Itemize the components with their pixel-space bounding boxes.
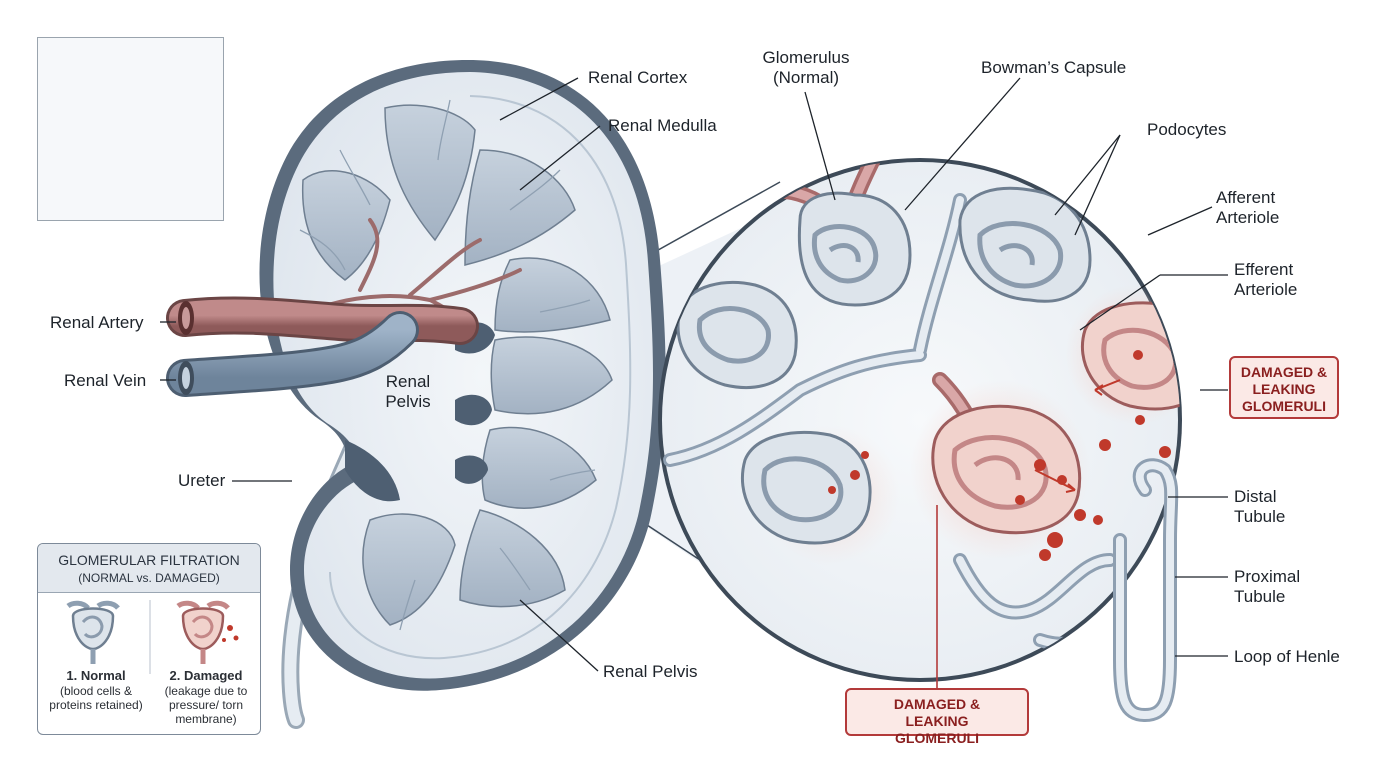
label-loop-of-henle: Loop of Henle	[1234, 647, 1340, 666]
inset-normal-title: 1. Normal	[66, 668, 126, 683]
inset-normal-desc: (blood cells & proteins retained)	[49, 684, 143, 712]
medulla-pyramids	[301, 104, 613, 626]
callout-damaged-right: DAMAGED & LEAKING GLOMERULI	[1229, 356, 1339, 419]
renal-artery	[166, 296, 479, 345]
kidney-section	[259, 60, 666, 691]
label-renal-artery: Renal Artery	[50, 313, 144, 332]
callout-damaged-bottom: DAMAGED & LEAKING GLOMERULI	[845, 688, 1029, 746]
label-proximal-tubule: Proximal Tubule	[1234, 567, 1301, 606]
leader-lines	[160, 77, 1228, 688]
glomerulus-damaged-1	[931, 404, 1082, 535]
filtration-inset-panel: GLOMERULAR FILTRATION (NORMAL vs. DAMAGE…	[37, 543, 261, 735]
inset-title: GLOMERULAR FILTRATION	[58, 552, 240, 568]
inset-damaged-desc: (leakage due to pressure/ torn membrane)	[164, 684, 248, 726]
label-renal-pelvis: Renal Pelvis	[603, 662, 698, 681]
inset-header: GLOMERULAR FILTRATION (NORMAL vs. DAMAGE…	[38, 544, 260, 593]
inset-normal-caption: 1. Normal (blood cells & proteins retain…	[42, 668, 150, 712]
damaged-glomerulus-icon	[176, 600, 239, 664]
pelvis-calyces	[345, 322, 495, 502]
leaking-blood-cells	[828, 350, 1171, 561]
label-glomerulus-normal: Glomerulus (Normal)	[762, 48, 850, 87]
label-renal-medulla: Renal Medulla	[608, 116, 717, 135]
label-renal-vein: Renal Vein	[64, 371, 147, 390]
renal-vein	[166, 311, 419, 397]
label-efferent-arteriole: Efferent Arteriole	[1234, 260, 1298, 299]
label-bowmans-capsule: Bowman’s Capsule	[981, 58, 1127, 77]
label-podocytes: Podocytes	[1147, 120, 1227, 139]
loop-of-henle	[1113, 458, 1179, 723]
normal-glomerulus-icon	[66, 600, 120, 664]
body-location-thumbnail	[37, 37, 224, 221]
inset-damaged-title: 2. Damaged	[169, 668, 243, 683]
capillary-branches	[299, 99, 596, 631]
glomerulus-normal-2	[958, 186, 1092, 303]
label-renal-pelvis-inner: Renal Pelvis	[385, 372, 431, 411]
label-distal-tubule: Distal Tubule	[1234, 487, 1286, 526]
magnified-view	[658, 158, 1182, 682]
inset-damaged-caption: 2. Damaged (leakage due to pressure/ tor…	[152, 668, 260, 726]
glomerulus-normal-1	[797, 191, 912, 307]
inset-glomeruli-icons	[66, 600, 239, 674]
label-ureter: Ureter	[178, 471, 226, 490]
glomerulus-normal-3	[676, 281, 798, 389]
glomerulus-normal-4	[740, 430, 872, 545]
inset-subtitle: (NORMAL vs. DAMAGED)	[78, 571, 220, 585]
label-afferent-arteriole: Afferent Arteriole	[1216, 188, 1280, 227]
label-renal-cortex: Renal Cortex	[588, 68, 688, 87]
